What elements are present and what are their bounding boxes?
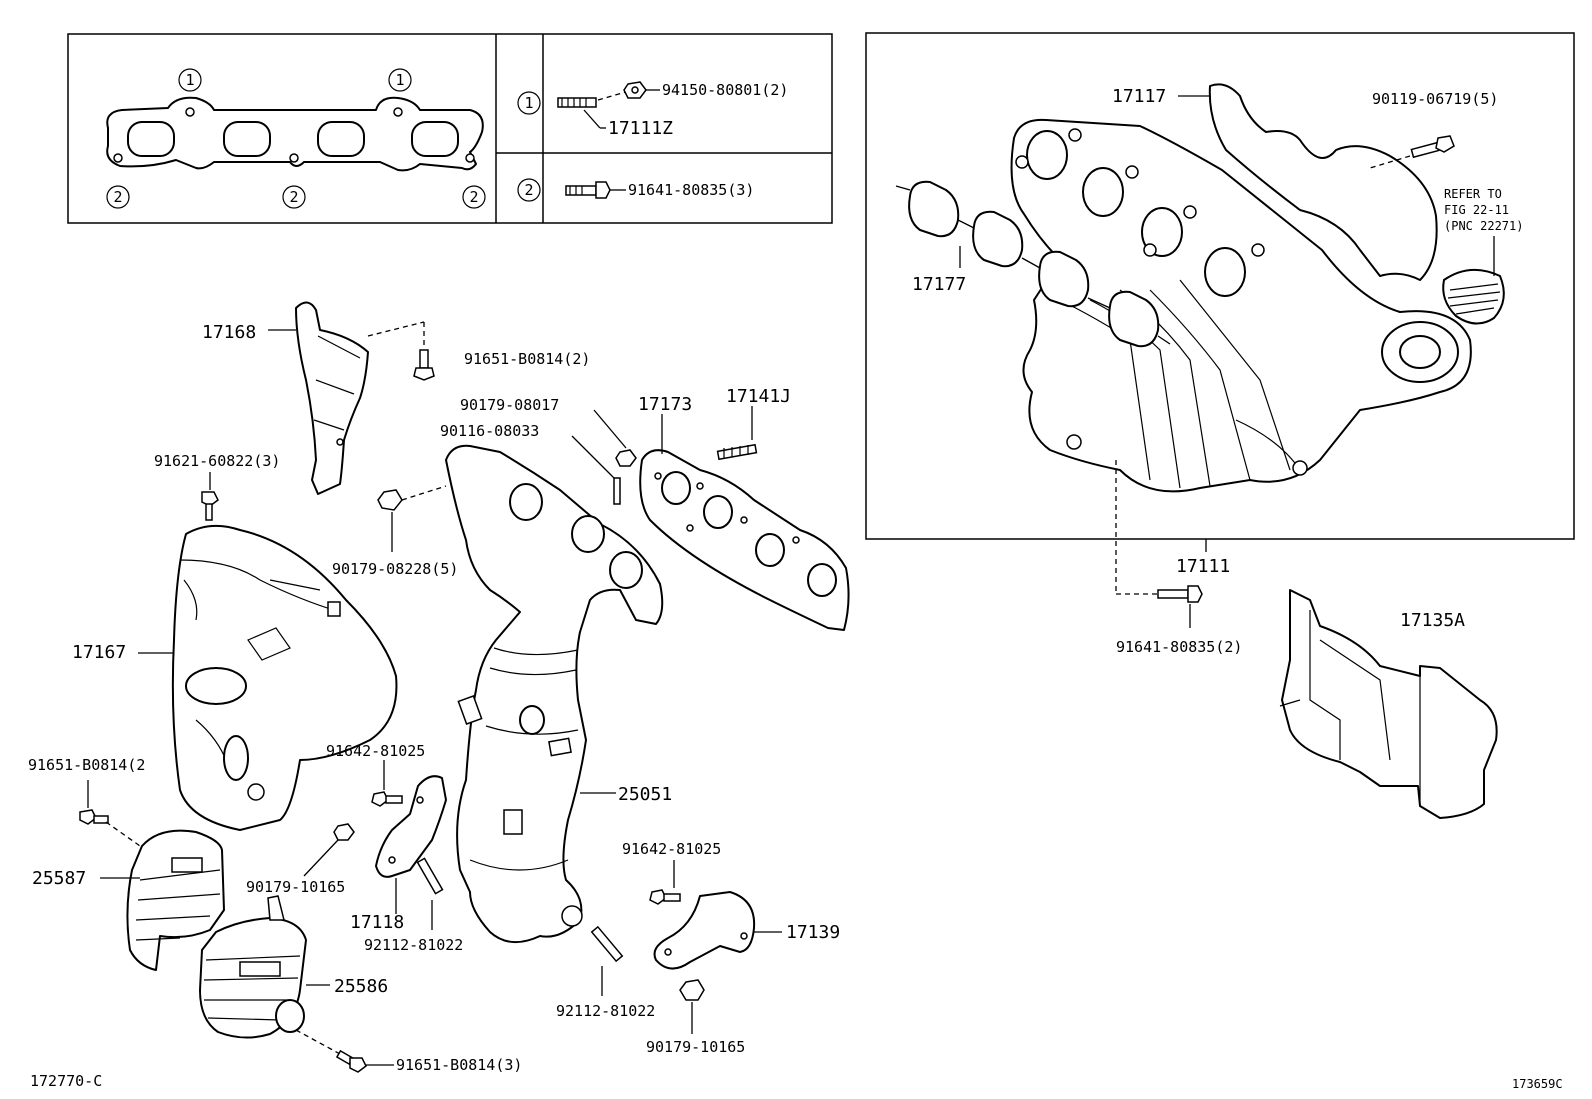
callout-17135a: 17135A <box>1400 610 1465 631</box>
callout-25051: 25051 <box>618 784 672 805</box>
callout-17118: 17118 <box>350 912 404 933</box>
callout-92112-81022-b: 92112-81022 <box>556 1002 655 1020</box>
svg-text:1: 1 <box>185 71 194 89</box>
bolt-91642-a-drawing <box>371 791 403 807</box>
svg-text:1: 1 <box>395 71 404 89</box>
gasket-ref-1b: 1 <box>388 68 412 92</box>
nut-icon <box>623 81 647 99</box>
gasket-ref-2a: 2 <box>106 185 130 209</box>
insulator-17168-drawing <box>295 301 369 495</box>
svg-text:2: 2 <box>289 188 298 206</box>
callout-17139: 17139 <box>786 922 840 943</box>
gasket-ref-2c: 2 <box>462 185 486 209</box>
callout-90179-10165-a: 90179-10165 <box>246 878 345 896</box>
callout-labels: 17117 90119-06719(5) REFER TO FIG 22-11 … <box>28 86 1523 1074</box>
stud-bolt-icon <box>557 97 597 108</box>
stud-17141j-drawing <box>716 443 758 461</box>
stud-92112-b-drawing <box>590 925 624 963</box>
intake-gasket-drawing <box>895 180 1171 348</box>
inset-table: 1 1 2 2 2 1 <box>67 33 833 224</box>
callout-91641-80835: 91641-80835(2) <box>1116 638 1242 656</box>
callout-17168: 17168 <box>202 322 256 343</box>
nut-90179-b-drawing <box>679 979 705 1001</box>
bracket-17139-drawing <box>653 891 756 970</box>
callout-17167: 17167 <box>72 642 126 663</box>
callout-91642-81025-b: 91642-81025 <box>622 840 721 858</box>
bolt-90119-drawing <box>1369 135 1455 169</box>
callout-25586: 25586 <box>334 976 388 997</box>
callout-17111: 17111 <box>1176 556 1230 577</box>
callout-92112-81022-a: 92112-81022 <box>364 936 463 954</box>
bolt-91651-left-drawing <box>79 809 109 825</box>
svg-text:91641-80835(3): 91641-80835(3) <box>628 181 754 199</box>
gasket-ref-1a: 1 <box>178 68 202 92</box>
insulator-25587-drawing <box>126 829 225 971</box>
callout-91642-81025-a: 91642-81025 <box>326 742 425 760</box>
bolt-91621-drawing <box>201 491 219 521</box>
refer-note-line-1: REFER TO <box>1444 187 1502 201</box>
nut-90179-08017-drawing <box>593 409 637 467</box>
svg-text:94150-80801(2): 94150-80801(2) <box>662 81 788 99</box>
gasket-ref-2b: 2 <box>282 185 306 209</box>
bolt-91651-top-drawing <box>413 349 435 381</box>
intake-manifold-drawing <box>1010 83 1472 493</box>
callout-91651-b0814-top: 91651-B0814(2) <box>464 350 590 368</box>
callout-17117: 17117 <box>1112 86 1166 107</box>
bolt-91651-bottom-drawing <box>295 1029 367 1073</box>
refer-part-drawing <box>1442 236 1505 325</box>
callout-90179-08017: 90179-08017 <box>460 396 559 414</box>
nut-90179-08228-drawing <box>377 485 447 552</box>
bolt-91641-drawing <box>1115 460 1203 628</box>
callout-91651-b0814-bottom: 91651-B0814(3) <box>396 1056 522 1074</box>
gasket-17173-drawing <box>639 449 850 631</box>
svg-text:2: 2 <box>524 181 533 199</box>
bolt-91642-b-drawing <box>649 889 681 905</box>
callout-90179-08228: 90179-08228(5) <box>332 560 458 578</box>
svg-text:1: 1 <box>524 94 533 112</box>
callout-90179-10165-b: 90179-10165 <box>646 1038 745 1056</box>
shield-17135a-drawing <box>1279 589 1498 819</box>
callout-91651-b0814-left: 91651-B0814(2 <box>28 756 145 774</box>
svg-text:2: 2 <box>469 188 478 206</box>
callout-90116-08033: 90116-08033 <box>440 422 539 440</box>
refer-note-line-2: FIG 22-11 <box>1444 203 1509 217</box>
footer-right-code: 173659C <box>1512 1077 1563 1091</box>
footer-left-code: 172770-C <box>30 1072 102 1090</box>
stud-90116-drawing <box>571 435 621 505</box>
exhaust-gasket-drawing <box>106 96 484 172</box>
refer-note-line-3: (PNC 22271) <box>1444 219 1523 233</box>
exhaust-manifold-drawing <box>445 444 664 943</box>
intake-frame <box>865 32 1575 540</box>
callout-25587: 25587 <box>32 868 86 889</box>
bracket-17118-drawing <box>375 775 447 878</box>
callout-90119-06719: 90119-06719(5) <box>1372 90 1498 108</box>
table-row-2: 2 91641-80835(3) <box>517 178 754 202</box>
callout-91621-60822: 91621-60822(3) <box>154 452 280 470</box>
nut-90179-a-drawing <box>333 823 355 841</box>
insulator-25586-drawing <box>199 895 307 1039</box>
inset-frame <box>67 33 833 224</box>
insulator-17167-drawing <box>171 524 398 831</box>
svg-text:2: 2 <box>113 188 122 206</box>
svg-text:17111Z: 17111Z <box>608 118 673 139</box>
bolt-icon <box>565 181 611 199</box>
callout-17173: 17173 <box>638 394 692 415</box>
stud-92112-a-drawing <box>416 857 444 895</box>
callout-17177: 17177 <box>912 274 966 295</box>
callout-17141j: 17141J <box>726 386 791 407</box>
table-row-1: 1 94150-80801(2) 17111Z <box>517 81 788 139</box>
